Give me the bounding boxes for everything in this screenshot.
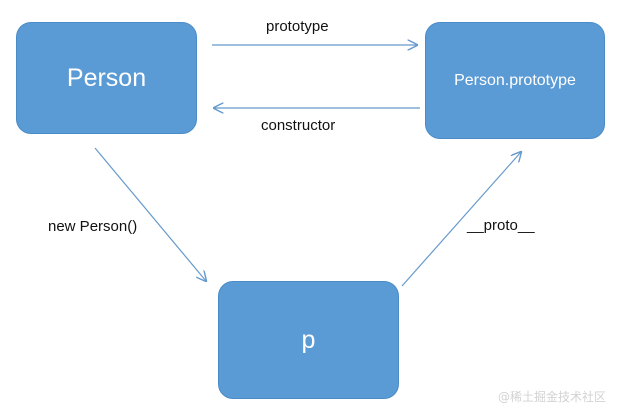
- edge-new-person-line: [94, 147, 206, 281]
- node-p[interactable]: p: [218, 281, 399, 399]
- edge-label-proto: __proto__: [467, 217, 535, 234]
- edge-label-new-person: new Person(): [48, 218, 138, 235]
- node-person-prototype[interactable]: Person.prototype: [425, 22, 605, 139]
- watermark: @稀土掘金技术社区: [497, 390, 606, 404]
- edge-label-constructor: constructor: [261, 117, 336, 134]
- node-person[interactable]: Person: [16, 22, 197, 134]
- edge-label-prototype: prototype: [266, 18, 329, 35]
